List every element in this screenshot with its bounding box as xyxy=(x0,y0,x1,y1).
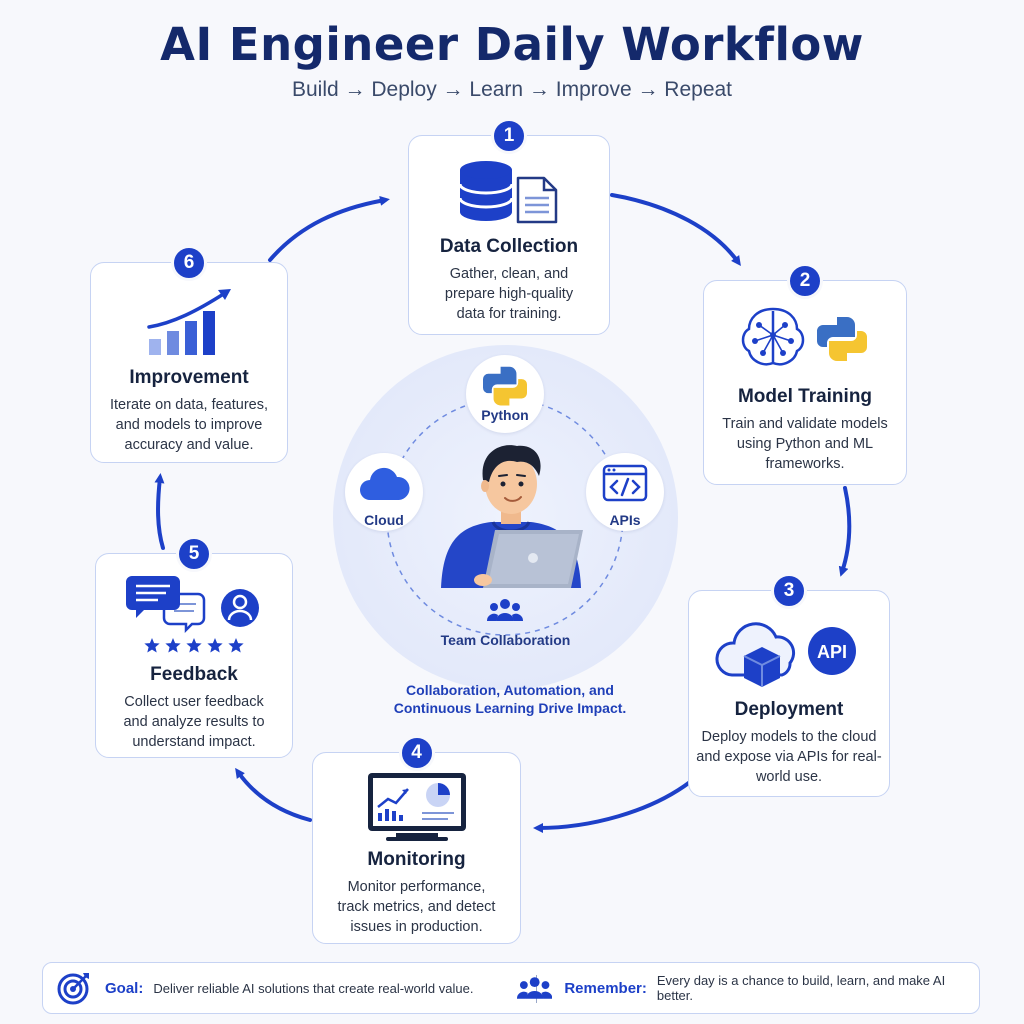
engineer-laptop-illustration xyxy=(441,445,583,588)
arrow-6-to-1 xyxy=(268,195,390,262)
hub-apis-chip xyxy=(586,453,664,531)
step-title: Feedback xyxy=(150,664,238,685)
page-title: AI Engineer Daily Workflow xyxy=(160,18,864,71)
python-logo-icon xyxy=(817,317,867,361)
step-description: Iterate on data, features, and models to… xyxy=(110,397,268,453)
hub-caption: Collaboration, Automation, and Continuou… xyxy=(393,682,627,716)
footer-divider xyxy=(536,975,537,1003)
hub-cloud-chip xyxy=(345,453,423,531)
step-title: Model Training xyxy=(737,386,873,407)
target-icon xyxy=(57,973,89,1005)
remember-label: Remember: xyxy=(564,979,647,997)
step-description: Deploy models to the cloud and expose vi… xyxy=(696,729,882,785)
step-number-badge: 6 xyxy=(171,245,207,281)
step-description: Collect user feedback and analyze result… xyxy=(123,694,265,750)
code-window-icon xyxy=(602,464,648,502)
star-icon xyxy=(144,638,160,653)
monitor-dashboard-icon xyxy=(367,773,466,841)
step-description: Train and validate models using Python a… xyxy=(722,416,888,472)
footer-bar: Goal: Deliver reliable AI solutions that… xyxy=(42,962,980,1014)
remember-text: Every day is a chance to build, learn, a… xyxy=(656,973,946,1003)
growth-chart-icon xyxy=(147,289,231,355)
star-icon xyxy=(228,638,244,653)
arrow-4-to-5 xyxy=(235,767,312,822)
step-card-monitoring: 4 Monitoring Monitor performance, track … xyxy=(312,735,521,944)
center-hub: Python Cloud APIs xyxy=(333,345,678,690)
page-subtitle: Build → Deploy → Learn → Improve → Repea… xyxy=(291,78,733,101)
step-title: Monitoring xyxy=(367,849,466,870)
hub-apis-label: APIs xyxy=(609,512,641,528)
team-icon xyxy=(487,599,523,621)
goal-text: Deliver reliable AI solutions that creat… xyxy=(153,980,474,996)
step-card-improvement: 6 Improvement Iterate on data, features,… xyxy=(90,245,288,463)
team-icon xyxy=(517,977,553,999)
hub-python-chip xyxy=(466,355,544,433)
arrow-5-to-6 xyxy=(154,473,165,550)
step-card-deployment: 3 API Deployment Deploy models to the cl… xyxy=(688,573,890,797)
hub-cloud-label: Cloud xyxy=(364,512,404,528)
star-icon xyxy=(186,638,202,653)
step-title: Improvement xyxy=(129,367,249,388)
hub-team-label: Team Collaboration xyxy=(440,632,571,648)
star-icon xyxy=(165,638,181,653)
step-description: Monitor performance, track metrics, and … xyxy=(337,879,496,935)
svg-text:API: API xyxy=(817,642,847,662)
step-card-model-training: 2 Model Training T xyxy=(703,263,907,485)
step-number-badge: 3 xyxy=(771,573,807,609)
step-card-feedback: 5 Feedback Collect user feedback and ana… xyxy=(95,536,293,758)
cloud-cube-icon xyxy=(715,622,796,687)
brain-network-icon xyxy=(741,307,805,366)
cloud-icon xyxy=(360,467,410,500)
step-description: Gather, clean, and prepare high-quality … xyxy=(444,266,574,322)
api-badge-icon: API xyxy=(808,627,856,675)
goal-label: Goal: xyxy=(105,979,144,997)
step-number-badge: 4 xyxy=(398,735,435,771)
step-number-badge: 5 xyxy=(176,536,212,572)
step-title: Data Collection xyxy=(439,236,579,257)
rating-stars xyxy=(144,638,244,653)
step-card-data-collection: 1 Data Collection Gather, clean, and pre… xyxy=(408,118,610,335)
user-avatar-icon xyxy=(221,589,259,627)
step-title: Deployment xyxy=(734,699,844,720)
arrow-2-to-3 xyxy=(838,486,852,577)
step-number-badge: 2 xyxy=(787,263,823,299)
chat-bubbles-icon xyxy=(126,576,206,634)
arrow-1-to-2 xyxy=(610,193,741,267)
star-icon xyxy=(207,638,223,653)
document-icon xyxy=(516,176,558,224)
step-number-badge: 1 xyxy=(491,118,527,154)
database-icon xyxy=(458,161,514,221)
arrow-3-to-4 xyxy=(533,780,692,833)
python-logo-icon xyxy=(483,366,527,406)
hub-python-label: Python xyxy=(481,407,529,423)
